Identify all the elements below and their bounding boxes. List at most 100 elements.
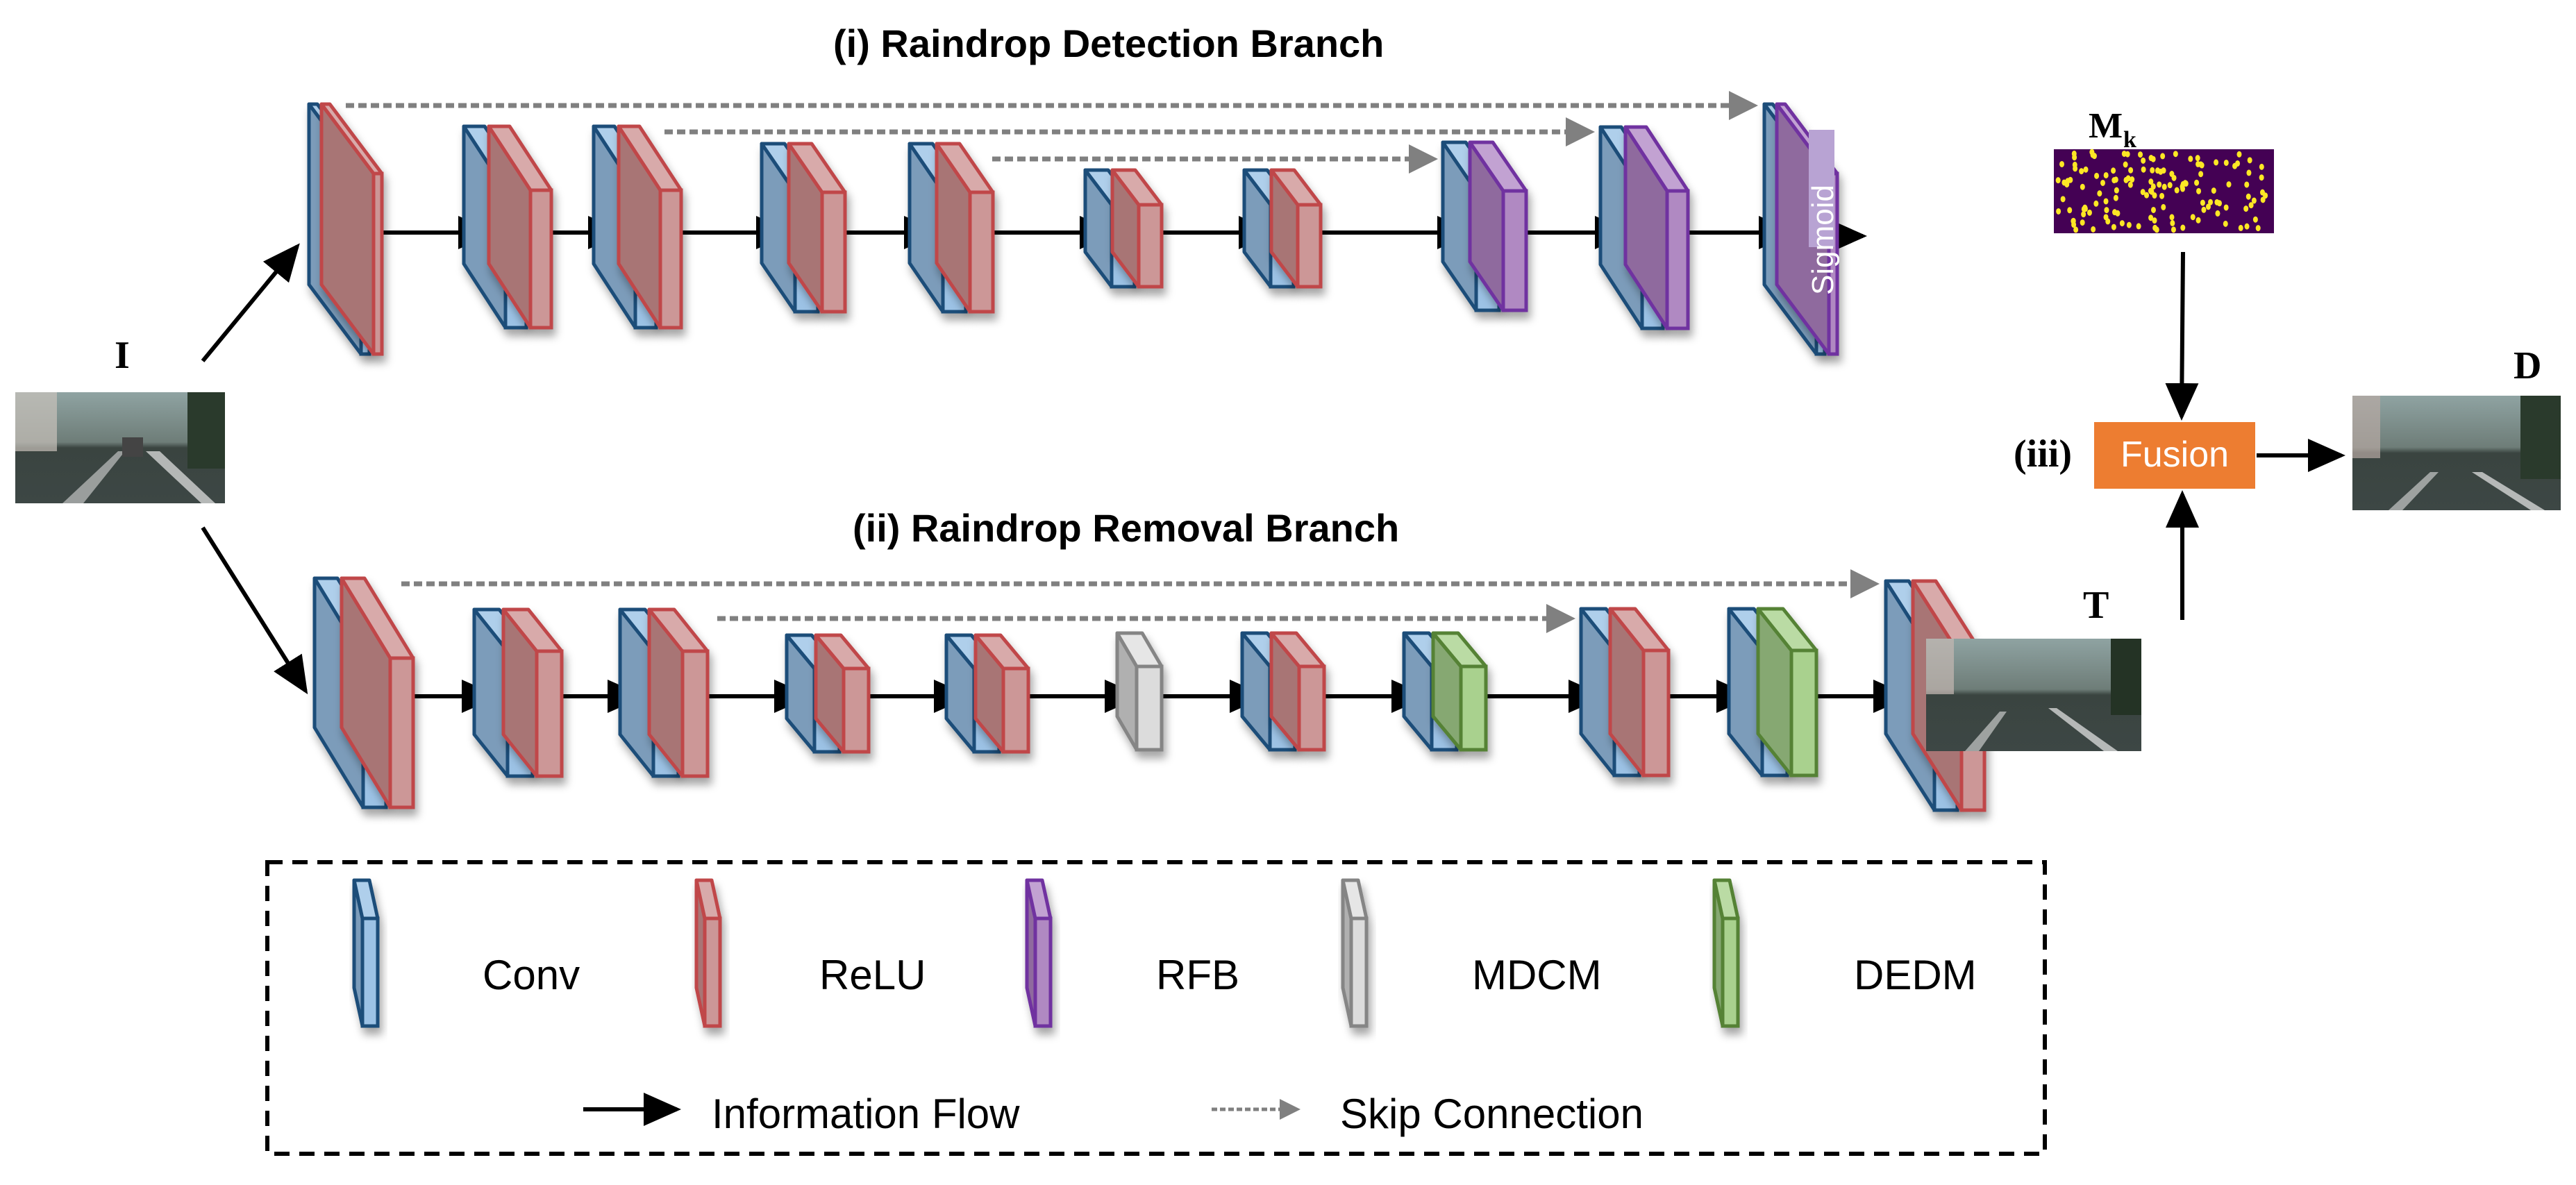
raindrop-dot bbox=[2103, 171, 2109, 178]
raindrop-dot bbox=[2223, 204, 2229, 211]
raindrop-dot bbox=[2194, 179, 2200, 186]
raindrop-dot bbox=[2091, 226, 2096, 233]
raindrop-dot bbox=[2073, 165, 2078, 172]
detection-layer-4-relu bbox=[787, 142, 847, 314]
raindrop-dot bbox=[2223, 220, 2228, 227]
detection-layer-8-rfb bbox=[1468, 140, 1528, 312]
raindrop-dot bbox=[2211, 187, 2216, 194]
raindrop-dot bbox=[2174, 187, 2180, 194]
raindrop-dot bbox=[2148, 178, 2154, 185]
raindrop-dot bbox=[2138, 151, 2143, 158]
raindrop-dot bbox=[2226, 181, 2232, 188]
output-symbol: D bbox=[2514, 344, 2541, 387]
detection-layer-2-relu bbox=[487, 124, 553, 330]
fusion-block bbox=[2094, 422, 2255, 489]
raindrop-dot bbox=[2079, 168, 2084, 175]
raindrop-dot bbox=[2093, 200, 2099, 207]
mask-symbol: M bbox=[2089, 106, 2123, 146]
raindrop-dot bbox=[2214, 199, 2220, 205]
fusion-stage-label: (iii) bbox=[2014, 432, 2072, 476]
raindrop-dot bbox=[2094, 172, 2100, 179]
legend-swatch-conv bbox=[352, 878, 380, 1028]
raindrop-dot bbox=[2255, 225, 2261, 232]
legend-label-rfb: RFB bbox=[1156, 952, 1239, 998]
raindrop-dot bbox=[2251, 197, 2257, 204]
raindrop-dot bbox=[2111, 167, 2116, 174]
raindrop-dot bbox=[2173, 151, 2178, 158]
raindrop-dot bbox=[2252, 216, 2258, 223]
input-symbol: I bbox=[115, 334, 130, 377]
raindrop-dot bbox=[2072, 154, 2077, 161]
removal-layer-5-relu bbox=[973, 633, 1030, 754]
detection-layer-1-relu bbox=[319, 102, 384, 356]
output-image bbox=[2352, 396, 2561, 510]
legend-swatch-rfb bbox=[1025, 878, 1053, 1028]
legend bbox=[352, 878, 1740, 1126]
raindrop-dot bbox=[2169, 171, 2175, 178]
raindrop-dot bbox=[2170, 219, 2175, 226]
raindrop-dot bbox=[2060, 196, 2066, 203]
raindrop-dot bbox=[2112, 209, 2118, 216]
legend-skip-connection: Skip Connection bbox=[1340, 1091, 1644, 1137]
raindrop-dot bbox=[2223, 159, 2229, 166]
legend-swatch-dedm bbox=[1712, 878, 1740, 1028]
sigmoid-label: Sigmoid bbox=[1806, 185, 1840, 295]
raindrop-dot bbox=[2244, 223, 2250, 230]
raindrop-dot bbox=[2114, 187, 2119, 194]
raindrop-dot bbox=[2067, 207, 2073, 214]
input-to-detection-arrow bbox=[201, 243, 300, 362]
raindrop-dot bbox=[2215, 210, 2220, 217]
detection-layer-5-relu bbox=[935, 142, 995, 314]
raindrop-dot bbox=[2144, 192, 2150, 199]
raindrop-dot bbox=[2103, 198, 2109, 205]
raindrop-dot bbox=[2126, 221, 2132, 228]
raindrop-dot bbox=[2148, 187, 2153, 194]
raindrop-dot bbox=[2097, 190, 2102, 197]
raindrop-dot bbox=[2205, 203, 2211, 210]
raindrop-dot bbox=[2214, 159, 2219, 166]
raindrop-dot bbox=[2243, 205, 2249, 212]
raindrop-mask-image bbox=[2054, 149, 2274, 233]
raindrop-dot bbox=[2232, 162, 2238, 169]
removal-layer-2-relu bbox=[501, 607, 564, 778]
raindrop-dot bbox=[2140, 189, 2146, 196]
raindrop-dot bbox=[2161, 183, 2167, 190]
raindrop-dot bbox=[2080, 183, 2085, 190]
raindrop-dot bbox=[2196, 160, 2201, 167]
detection-layer-7-relu bbox=[1269, 168, 1323, 289]
raindrop-dot bbox=[2198, 171, 2204, 178]
raindrop-dot bbox=[2083, 166, 2089, 173]
raindrop-dot bbox=[2248, 202, 2254, 209]
raindrop-dot bbox=[2125, 151, 2130, 158]
removal-layer-6-mdcm bbox=[1115, 631, 1164, 752]
detection-layer-9-rfb bbox=[1623, 125, 1690, 330]
raindrop-dot bbox=[2259, 163, 2264, 170]
raindrop-dot bbox=[2080, 219, 2085, 226]
raindrop-dot bbox=[2260, 196, 2266, 203]
raindrop-dot bbox=[2208, 199, 2214, 205]
raindrop-dot bbox=[2152, 217, 2157, 224]
raindrop-dot bbox=[2081, 211, 2086, 218]
raindrop-dot bbox=[2119, 220, 2125, 227]
raindrop-dot bbox=[2123, 161, 2128, 168]
raindrop-dot bbox=[2127, 181, 2133, 188]
mask-subscript: k bbox=[2123, 127, 2136, 153]
removal-layer-3-relu bbox=[647, 607, 710, 778]
raindrop-dot bbox=[2158, 168, 2164, 175]
raindrop-dot bbox=[2148, 215, 2154, 221]
removal-layer-10-dedm bbox=[1756, 607, 1818, 778]
raindrop-dot bbox=[2111, 224, 2116, 230]
raindrop-dot bbox=[2188, 156, 2193, 162]
raindrop-dot bbox=[2150, 183, 2156, 190]
legend-label-relu: ReLU bbox=[819, 952, 926, 998]
raindrop-dot bbox=[2136, 223, 2141, 230]
input-to-removal-arrow bbox=[201, 526, 308, 695]
raindrop-dot bbox=[2100, 179, 2105, 186]
raindrop-dot bbox=[2089, 149, 2095, 156]
mask-to-fusion-arrow bbox=[2165, 251, 2199, 421]
raindrop-dot bbox=[2180, 185, 2186, 192]
raindrop-dot bbox=[2128, 167, 2134, 174]
raindrop-dot bbox=[2190, 214, 2196, 221]
raindrop-dot bbox=[2182, 180, 2188, 187]
raindrop-dot bbox=[2160, 153, 2166, 160]
